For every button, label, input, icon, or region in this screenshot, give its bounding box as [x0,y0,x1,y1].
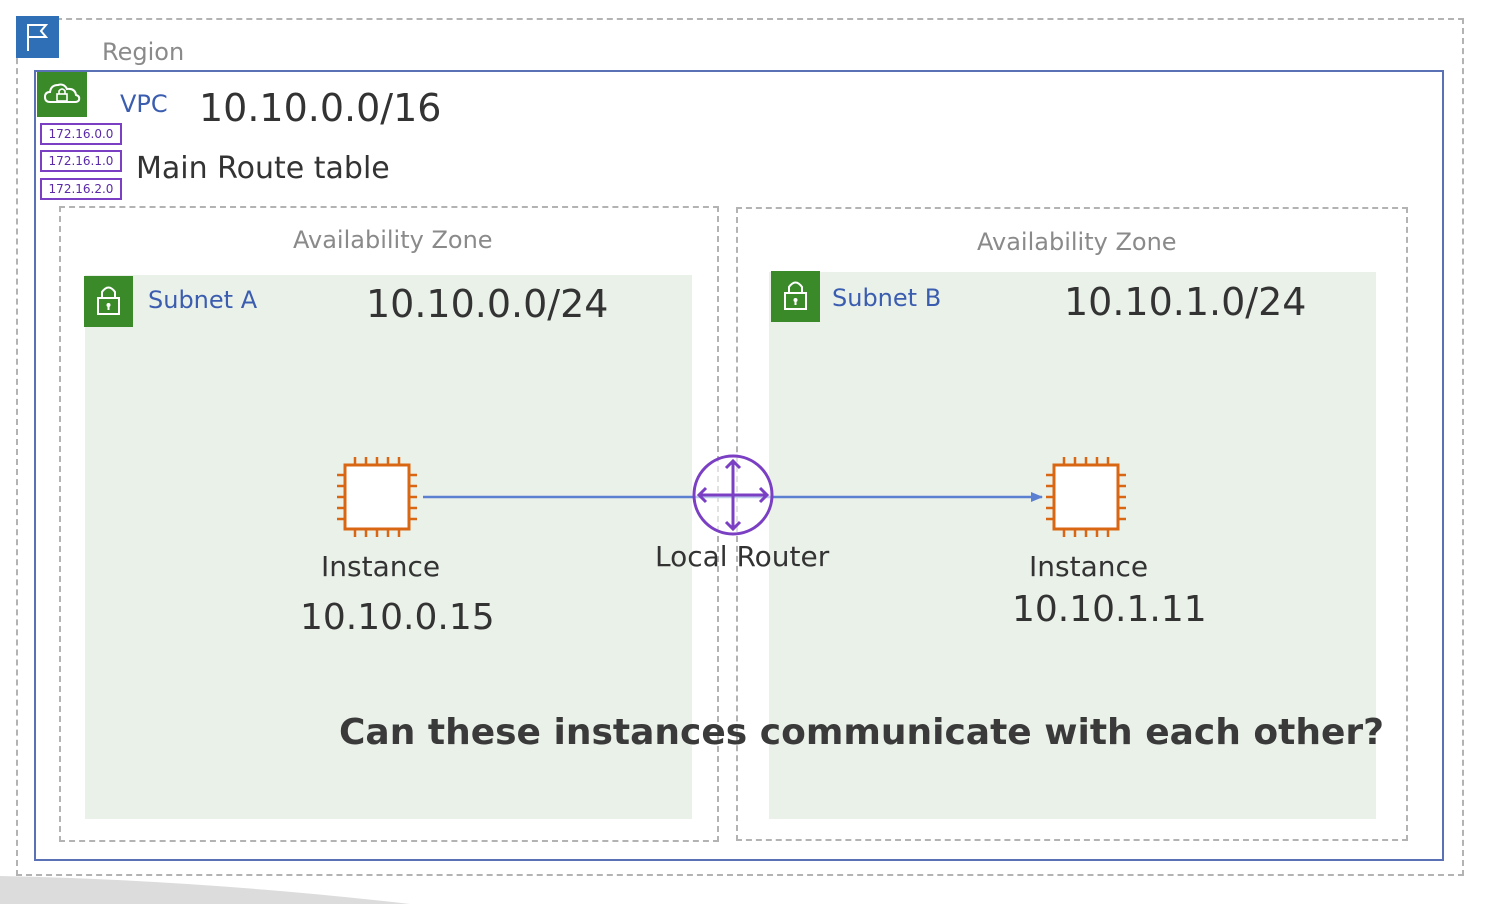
region-label: Region [102,38,185,66]
router-label: Local Router [655,540,830,573]
instance-a-label: Instance [321,550,441,583]
route-table-entry: 172.16.1.0 [40,150,122,172]
route-table-entry: 172.16.2.0 [40,178,122,200]
availability-zone-label: Availability Zone [293,226,493,254]
region-boundary [16,18,1464,876]
region-flag-icon [16,16,59,58]
route-table-label: Main Route table [136,151,390,186]
instance-b-ip: 10.10.1.11 [1012,589,1207,630]
route-table-entry: 172.16.0.0 [40,123,122,145]
ec2-chip-icon [337,457,417,537]
router-icon [692,454,774,536]
instance-b-label: Instance [1029,550,1149,583]
subnet-a-area [85,275,692,819]
availability-zone-label: Availability Zone [977,228,1177,256]
vpc-cidr: 10.10.0.0/16 [199,86,442,130]
subnet-a-cidr: 10.10.0.0/24 [366,282,609,326]
slide-footer-decoration [0,876,410,904]
subnet-a-label: Subnet A [148,286,258,314]
subnet-b-label: Subnet B [832,284,942,312]
vpc-label: VPC [120,90,168,118]
padlock-icon [771,271,820,322]
vpc-cloud-lock-icon [37,72,87,117]
padlock-icon [84,276,133,327]
instance-a-ip: 10.10.0.15 [300,597,495,638]
ec2-chip-icon [1046,457,1126,537]
vpc-boundary [34,70,1444,861]
question-text: Can these instances communicate with eac… [339,712,1385,753]
subnet-b-area [769,272,1376,819]
subnet-b-cidr: 10.10.1.0/24 [1064,280,1307,324]
